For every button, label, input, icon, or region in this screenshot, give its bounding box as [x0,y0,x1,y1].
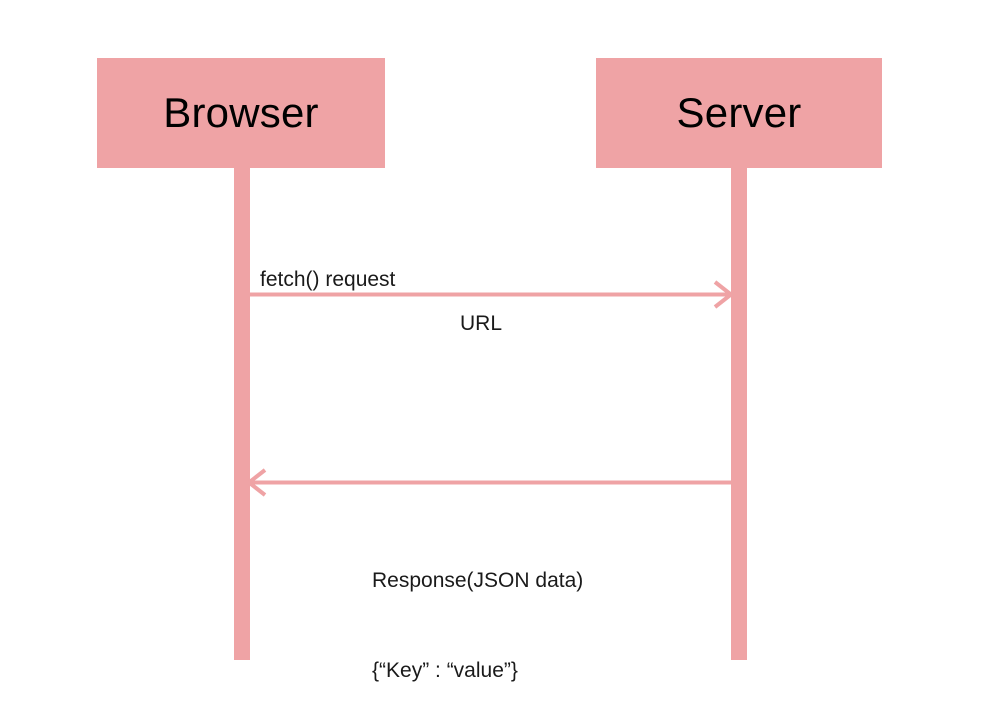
lifeline-server [731,168,747,660]
participant-label-server: Server [676,89,802,136]
message-label-response-line-1: Response(JSON data) [372,569,584,592]
arrowhead-left-icon [245,468,267,497]
participant-box-browser[interactable]: Browser [97,58,385,168]
participant-box-server[interactable]: Server [596,58,882,168]
message-label-url: URL [460,312,503,335]
lifeline-browser [234,168,250,660]
message-label-fetch-request: fetch() request [260,268,396,291]
participant-label-browser: Browser [163,89,319,136]
message-arrow-request[interactable] [240,276,740,314]
message-label-response: Response(JSON data) {“Key” : “value”} [372,506,583,728]
message-label-response-line-2: {“Key” : “value”} [372,659,518,682]
arrowhead-right-icon [713,280,735,309]
message-arrow-response[interactable] [240,464,740,502]
